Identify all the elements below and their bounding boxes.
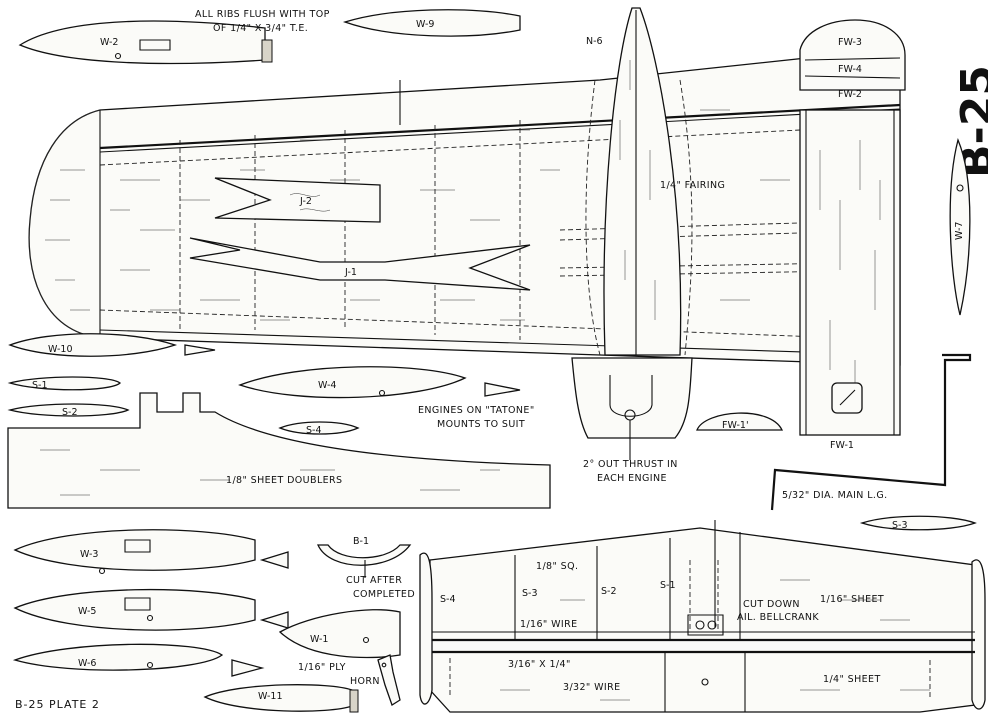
note-sq: 1/8" SQ. [536, 561, 578, 572]
part-label-s3: S-3 [892, 520, 908, 531]
tip-label-s1: S-1 [660, 580, 676, 591]
rib-w2: W-2 [18, 20, 273, 65]
note-sheet-116: 1/16" SHEET [820, 594, 884, 605]
plate-title: B-25 PLATE 2 [15, 698, 100, 711]
rib-w4: W-4 [238, 366, 521, 399]
note-ply-horn-1: 1/16" PLY [298, 662, 346, 673]
part-label-j1: J-1 [344, 267, 357, 278]
note-ribs-flush-1: ALL RIBS FLUSH WITH TOP [195, 9, 330, 20]
part-label-w7: W-7 [954, 222, 965, 240]
wing-panel [28, 47, 901, 366]
note-spar: 3/16" X 1/4" [508, 659, 571, 670]
part-label-s2: S-2 [62, 407, 78, 418]
part-label-w4: W-4 [318, 380, 336, 391]
note-wire-332: 3/32" WIRE [563, 682, 621, 693]
part-label-fw4: FW-4 [838, 64, 862, 75]
part-label-s4: S-4 [306, 425, 322, 436]
note-thrust-2: EACH ENGINE [597, 473, 667, 484]
part-label-n6: N-6 [586, 36, 603, 47]
note-cut-down-1: CUT DOWN [743, 599, 800, 610]
wing-tip-panel: S-4 S-3 S-2 S-1 [419, 520, 986, 713]
tip-label-s4: S-4 [440, 594, 456, 605]
rib-w1: W-1 [278, 609, 401, 659]
spar-s4-small: S-4 [278, 421, 360, 436]
note-sheet-14: 1/4" SHEET [823, 674, 881, 685]
part-label-w5: W-5 [78, 606, 96, 617]
rib-w3: W-3 [13, 529, 289, 575]
note-engines-mount-2: MOUNTS TO SUIT [437, 419, 525, 430]
note-fairing: 1/4" FAIRING [660, 180, 725, 191]
joiners: J-2 J-1 [189, 177, 531, 291]
rib-w10: W-10 [8, 333, 216, 357]
part-label-fw3: FW-3 [838, 37, 862, 48]
part-label-s1: S-1 [32, 380, 48, 391]
part-label-w2: W-2 [100, 37, 118, 48]
part-label-fw1p: FW-1' [722, 420, 749, 431]
note-sheet-doublers: 1/8" SHEET DOUBLERS [226, 475, 342, 486]
main-landing-gear: 5/32" DIA. MAIN L.G. [770, 353, 972, 511]
note-ply-horn-2: HORN [350, 676, 380, 687]
firewall-fw1-prime: FW-1' [696, 412, 784, 431]
part-label-fw2: FW-2 [838, 89, 862, 100]
tip-label-s3: S-3 [522, 588, 538, 599]
note-wire-116: 1/16" WIRE [520, 619, 578, 630]
part-label-fw1: FW-1 [830, 440, 854, 451]
rib-w6: W-6 [12, 643, 265, 677]
part-label-b1: B-1 [353, 536, 369, 547]
part-label-w3: W-3 [80, 549, 98, 560]
firewall-stack: FW-3 FW-4 FW-2 [799, 19, 906, 100]
note-cut-down-2: AIL. BELLCRANK [737, 612, 819, 623]
bracket-b1: B-1 [316, 536, 412, 578]
note-thrust-1: 2° OUT THRUST IN [583, 459, 678, 470]
part-label-j2: J-2 [299, 196, 312, 207]
part-label-w10: W-10 [48, 344, 73, 355]
nacelle-n6: N-6 [585, 7, 693, 356]
rib-w11: W-11 [203, 684, 359, 713]
note-ribs-flush-2: OF 1/4" X 3/4" T.E. [213, 23, 308, 34]
tip-label-s2: S-2 [601, 586, 617, 597]
spar-s2: S-2 [7, 403, 130, 418]
rib-w9: W-9 [342, 9, 521, 37]
spar-s3: S-3 [859, 515, 977, 531]
engine-cowl [571, 357, 693, 460]
sheet-doublers: 1/8" SHEET DOUBLERS [7, 392, 551, 509]
part-label-w11: W-11 [258, 691, 283, 702]
fuselage-section: FW-1 [799, 109, 901, 451]
part-label-w6: W-6 [78, 658, 96, 669]
rib-w5: W-5 [13, 588, 289, 631]
ply-horn [377, 654, 401, 706]
spar-s1: S-1 [7, 376, 122, 391]
rib-w7: W-7 [949, 137, 971, 316]
note-cut-after-2: COMPLETED [353, 589, 415, 600]
part-label-w9: W-9 [416, 19, 434, 30]
note-main-lg: 5/32" DIA. MAIN L.G. [782, 490, 888, 501]
note-cut-after-1: CUT AFTER [346, 575, 402, 586]
part-label-w1: W-1 [310, 634, 328, 645]
note-engines-mount-1: ENGINES ON "TATONE" [418, 405, 535, 416]
